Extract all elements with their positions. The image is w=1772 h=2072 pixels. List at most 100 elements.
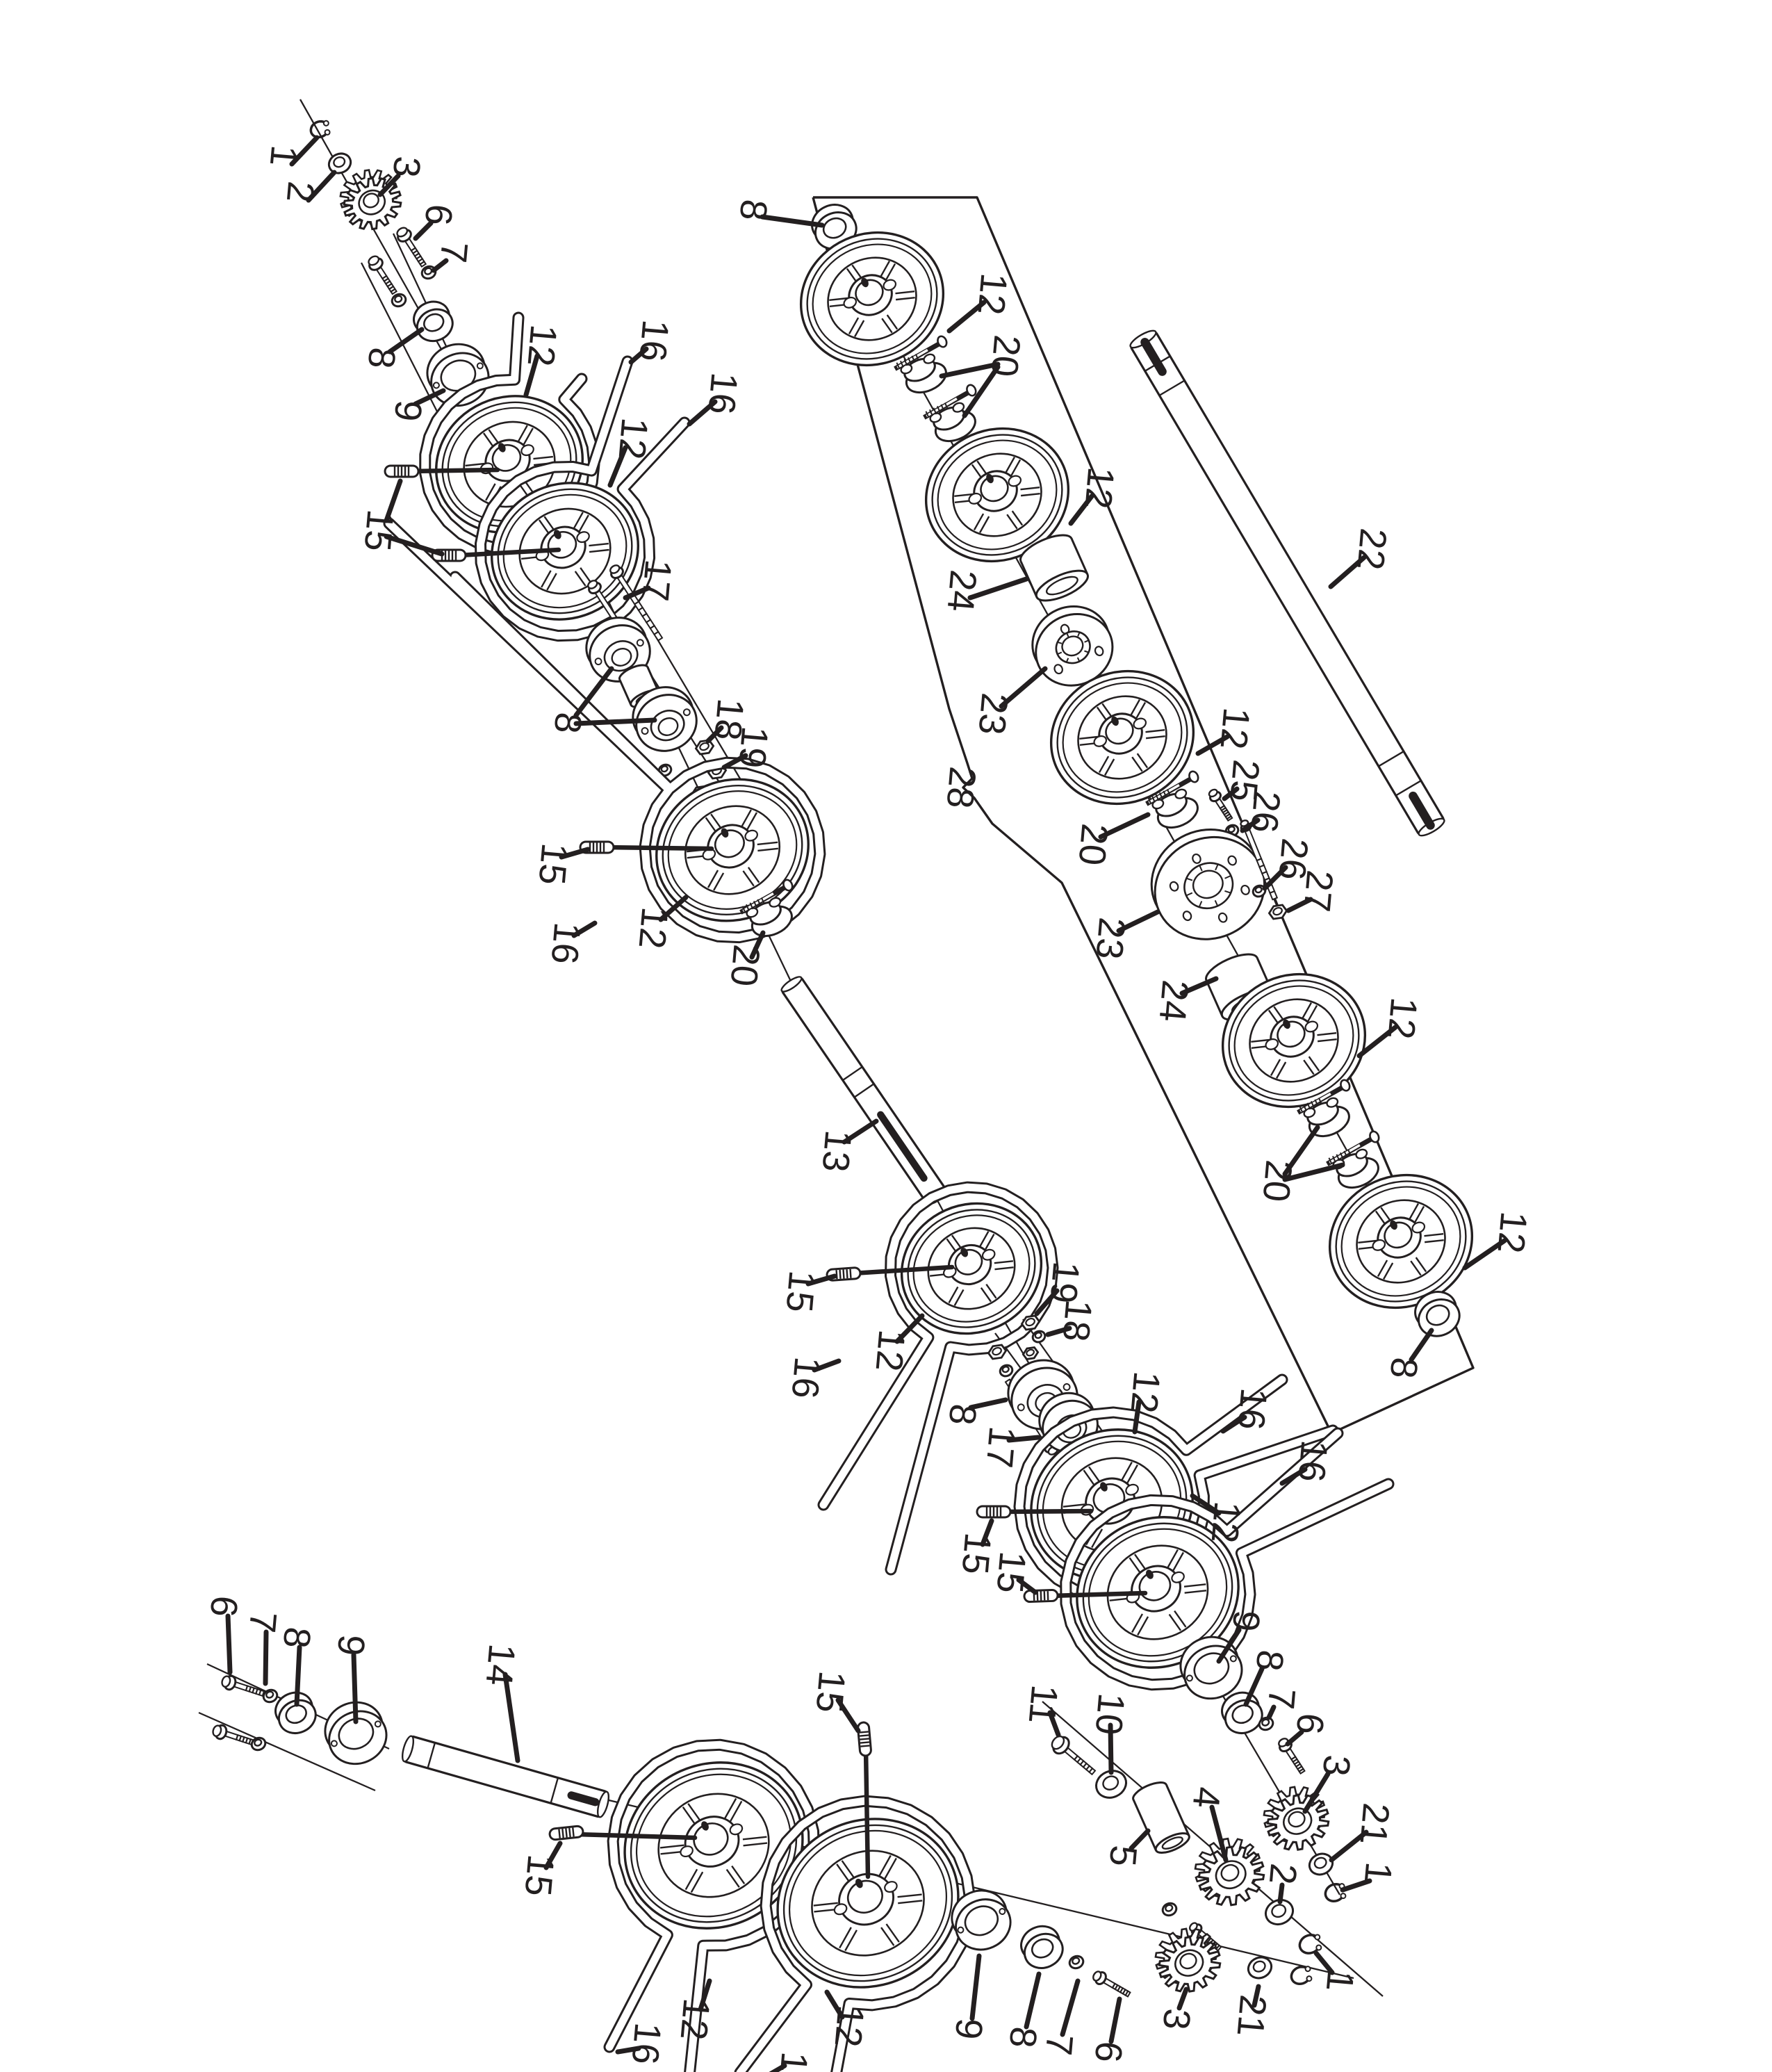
part-number: 12 (672, 1996, 717, 2041)
washer (250, 1736, 267, 1752)
part-number: 6 (1288, 1711, 1331, 1736)
part-number: 15 (953, 1531, 999, 1576)
callout-16: 16 (783, 1355, 842, 1401)
callout-18: 18 (1045, 1298, 1100, 1344)
part-number: 14 (477, 1642, 523, 1687)
bearing-8 (1020, 1925, 1064, 1969)
washer (1264, 1898, 1295, 1926)
hub-23 (1150, 828, 1266, 940)
part-number: 8 (732, 197, 775, 222)
belt-16 (817, 1181, 1059, 1576)
shaft-clamp-20 (1145, 770, 1199, 829)
bolt (1092, 1971, 1131, 1998)
part-number: 20 (983, 333, 1028, 378)
callout-8: 8 (732, 197, 825, 228)
part-number: 20 (1254, 1158, 1299, 1203)
callout-13: 13 (814, 1118, 879, 1174)
callout-12: 12 (607, 416, 656, 488)
callout-8: 8 (941, 1397, 1008, 1427)
part-number: 10 (1087, 1691, 1132, 1736)
part-number: 8 (1248, 1648, 1291, 1672)
part-number: 12 (1122, 1369, 1167, 1414)
callout-8: 8 (1243, 1648, 1291, 1707)
callout-1: 1 (1340, 1860, 1400, 1893)
part-number: 11 (1021, 1683, 1066, 1725)
callout-12: 12 (1356, 995, 1425, 1059)
part-number: 16 (623, 2021, 668, 2066)
callout-12: 12 (1190, 1493, 1249, 1545)
part-number: 5 (1101, 1843, 1145, 1868)
callout-9: 9 (386, 388, 446, 423)
callout-12: 12 (630, 895, 689, 951)
callout-15: 15 (356, 478, 445, 557)
bevel-gear (1194, 1837, 1265, 1907)
snap-ring-1 (1324, 1883, 1347, 1902)
callout-6: 6 (1087, 1996, 1130, 2064)
callout-8: 8 (1001, 1971, 1044, 2050)
callout-21: 21 (1329, 1801, 1397, 1863)
part-number: 8 (941, 1402, 984, 1426)
shaft-clamp-20 (894, 335, 948, 394)
callout-14: 14 (477, 1642, 523, 1763)
part-number: 7 (1037, 2032, 1081, 2057)
bolt (1208, 788, 1233, 822)
callout-17: 17 (623, 557, 680, 603)
shaft (401, 1735, 610, 1818)
callout-8: 8 (546, 666, 657, 735)
bracket-outline-28 (812, 196, 1475, 1435)
callout-24: 24 (939, 568, 1029, 614)
callout-20: 20 (1070, 812, 1151, 867)
callout-18: 18 (705, 696, 752, 744)
callout-19: 19 (721, 724, 776, 770)
part-number: 12 (969, 271, 1015, 316)
washer (1068, 1955, 1085, 1970)
callout-4: 4 (1185, 1785, 1229, 1863)
part-number: 18 (1054, 1298, 1099, 1343)
part-number: 16 (543, 920, 588, 965)
part-number: 6 (417, 202, 460, 227)
part-number: 22 (1349, 526, 1394, 571)
callout-2: 2 (1261, 1861, 1304, 1904)
washer (327, 152, 352, 174)
belt-16 (383, 517, 826, 944)
washer (1308, 1852, 1334, 1876)
washer (999, 1364, 1014, 1378)
callout-3: 3 (377, 154, 428, 197)
set-screw-15 (579, 840, 615, 854)
belt-16 (734, 1795, 976, 2072)
washer (1161, 1902, 1178, 1917)
part-number: 18 (706, 696, 751, 742)
part-number: 12 (867, 1328, 912, 1373)
set-screw-15 (384, 464, 420, 478)
callout-7: 7 (431, 240, 475, 273)
callout-20: 20 (939, 333, 1028, 418)
callout-12: 12 (946, 271, 1015, 334)
part-number: 16 (631, 318, 676, 363)
callout-22: 22 (1328, 526, 1395, 589)
part-number: 12 (610, 416, 655, 461)
part-number: 23 (970, 691, 1015, 736)
part-number: 16 (770, 2050, 815, 2072)
pulley-12 (655, 778, 810, 922)
callout-26: 26 (1240, 789, 1288, 835)
part-number: 28 (938, 765, 983, 810)
pulley-12 (1049, 669, 1195, 806)
part-number: 7 (432, 240, 475, 264)
bolt (396, 227, 427, 268)
callout-12: 12 (672, 1978, 718, 2042)
set-screw-15 (548, 1825, 584, 1841)
callout-1: 1 (262, 135, 320, 168)
part-number: 12 (1076, 465, 1122, 510)
part-number: 17 (634, 557, 679, 603)
part-number: 12 (1379, 995, 1425, 1041)
callout-3: 3 (1155, 1987, 1198, 2032)
washer (1031, 1330, 1047, 1344)
part-number: 2 (1261, 1861, 1304, 1886)
washer (391, 293, 407, 308)
part-number: 16 (700, 370, 745, 416)
callout-7: 7 (241, 1610, 284, 1686)
bolt (609, 564, 664, 642)
part-number: 4 (1185, 1785, 1228, 1809)
callout-10: 10 (1087, 1691, 1133, 1775)
bearing-8 (1414, 1291, 1461, 1337)
